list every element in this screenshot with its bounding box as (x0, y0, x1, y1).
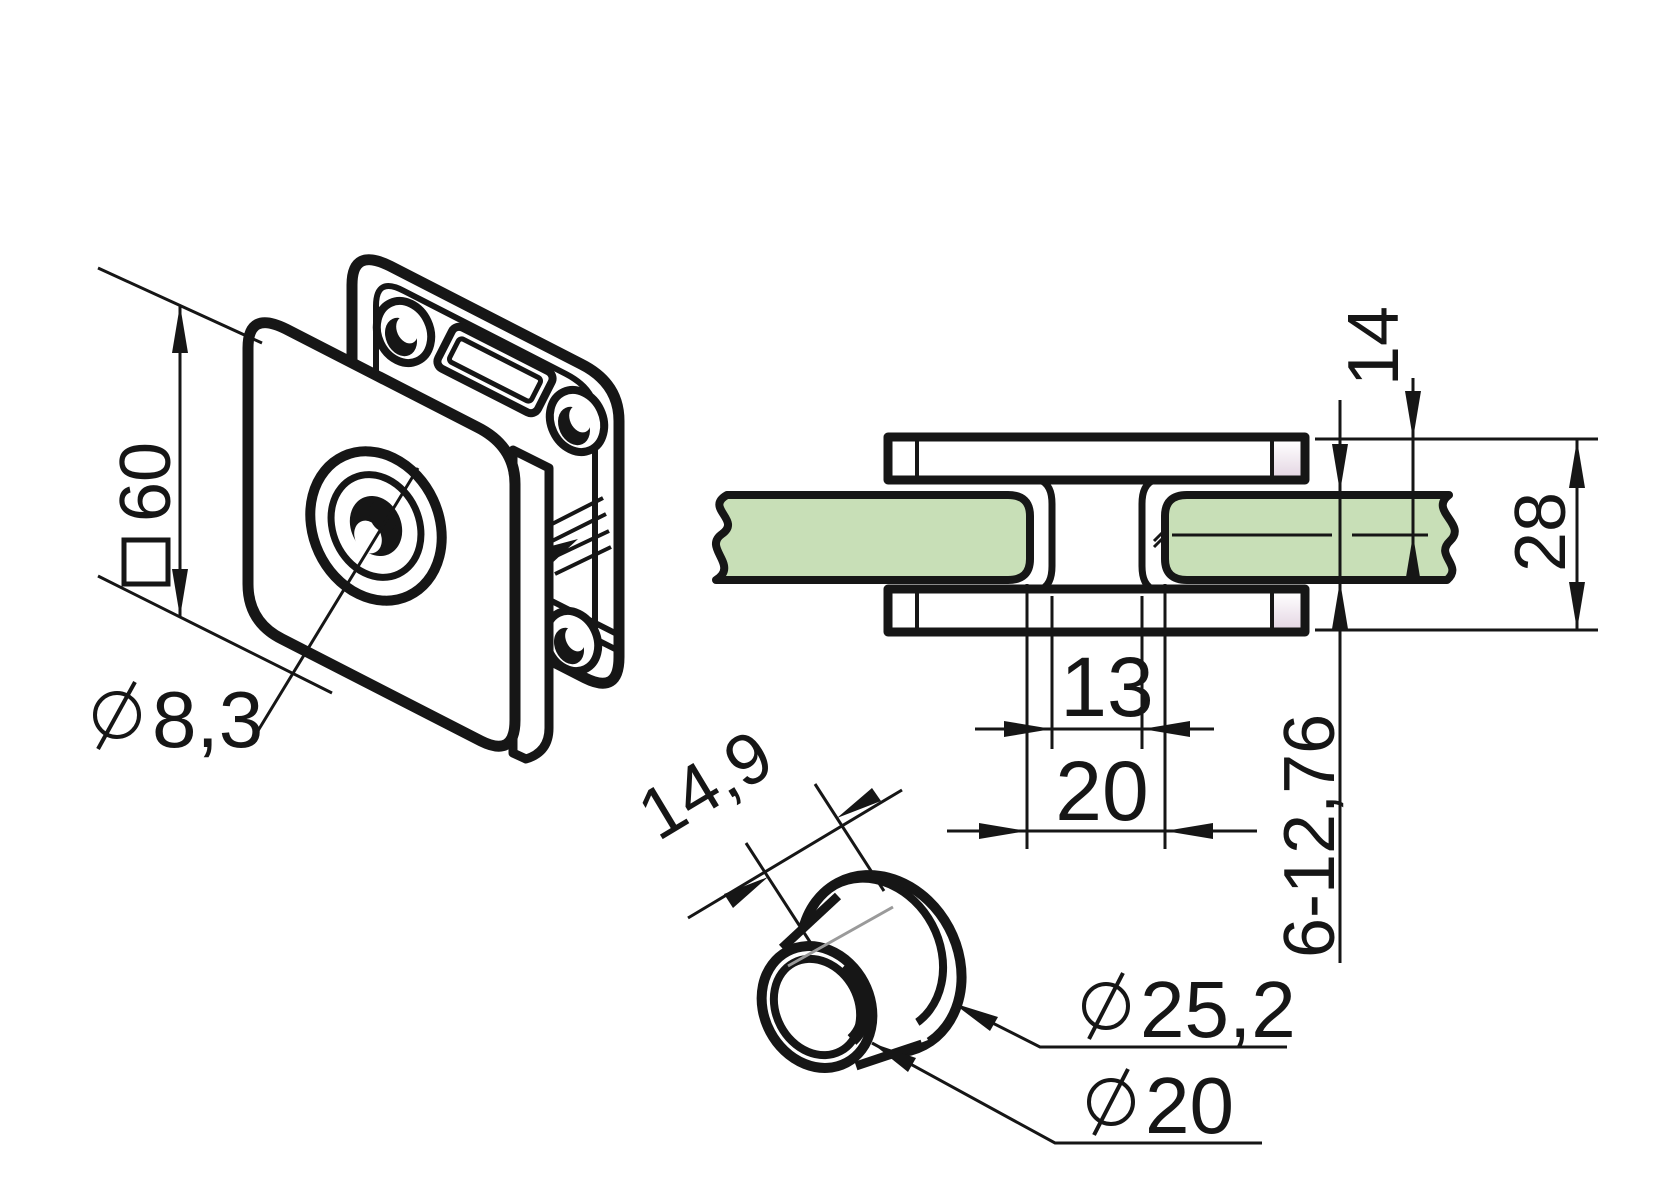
diameter-symbol-icon (93, 691, 141, 739)
bore-core (369, 499, 397, 533)
slot-outer (433, 322, 557, 418)
dimension-label-glass-range: 6-12,76 (1270, 714, 1350, 958)
hole-highlight (569, 405, 591, 433)
front-plate-center-hole (305, 446, 447, 606)
dimension-13: 13 (975, 640, 1214, 737)
dimension-value: 6-12,76 (1270, 714, 1350, 958)
arrowhead (724, 877, 768, 908)
leader-line (254, 467, 420, 735)
bushing-axis-centerline (787, 905, 894, 968)
centerline-break-tick (1152, 527, 1168, 543)
plate-body (888, 437, 1305, 480)
serration-line (551, 496, 604, 526)
dimension-value: 60 (106, 442, 186, 522)
centerline-break-tick (1152, 533, 1168, 549)
dimension-14: 14 (1334, 306, 1421, 583)
clamp-web-left-edge (1036, 475, 1056, 595)
gasket-section (1274, 593, 1301, 628)
dimension-glass-range: 6-12,76 (1270, 400, 1350, 963)
extension-line (744, 842, 814, 946)
dimension-value: 14 (1334, 306, 1414, 386)
dimension-value: 14,9 (625, 715, 786, 856)
square-symbol-icon (121, 537, 171, 587)
clamp-top-plate (883, 432, 1310, 485)
extension-lines (1025, 437, 1598, 849)
glass-centerline (1152, 527, 1428, 549)
arrowhead (1569, 440, 1585, 488)
diameter-symbol-slash (1087, 972, 1125, 1040)
clamp-web-body (1048, 480, 1146, 590)
diameter-symbol-icon (1087, 1078, 1135, 1126)
dimension-square-60: 60 (97, 266, 333, 695)
dimension-dia-25-2: 25,2 (952, 965, 1296, 1054)
gasket-section (1274, 441, 1301, 476)
clamp-bottom-plate (883, 584, 1310, 637)
dimension-value: 25,2 (1140, 965, 1296, 1054)
extension-line (813, 783, 886, 892)
arrowhead (1332, 444, 1348, 492)
dimension-value: 20 (1145, 1061, 1234, 1150)
plate-outline (883, 432, 1310, 485)
side-section-view: 13 20 14 28 (712, 306, 1598, 963)
hole-highlight (565, 626, 585, 652)
dimension-dia-8-3: 8,3 (93, 467, 420, 764)
bushing-bore-wall (840, 960, 872, 1045)
dimension-value: 20 (1055, 744, 1148, 838)
arrowhead (172, 569, 188, 617)
back-plate-hole-top-left (372, 296, 436, 368)
arrowhead (1332, 581, 1348, 629)
bore-highlight (354, 520, 382, 554)
dimension-line (687, 788, 903, 920)
arrowhead (872, 1043, 916, 1072)
dimension-label-28: 28 (1501, 492, 1581, 572)
plate-body (888, 589, 1305, 632)
slot-inner (446, 336, 544, 404)
arrowhead (1142, 721, 1190, 737)
dimension-value: 28 (1501, 492, 1581, 572)
dimension-value: 13 (1060, 640, 1153, 734)
hole-highlight (396, 316, 418, 344)
bushing-detail-view: 14,9 25,2 20 (625, 715, 1296, 1150)
serration-line (551, 512, 607, 543)
dimension-label-14: 14 (1334, 306, 1414, 386)
diameter-symbol-icon (1082, 982, 1130, 1030)
diameter-symbol-slash (1092, 1068, 1130, 1136)
isometric-view: 60 8,3 (93, 254, 625, 764)
front-plate-side-face (508, 445, 554, 764)
arrowhead (1405, 391, 1421, 439)
serration-line (554, 545, 612, 576)
dimension-value: 8,3 (152, 675, 263, 764)
arrowhead (1004, 721, 1052, 737)
arrowhead (1405, 535, 1421, 583)
dimension-dia-20: 20 (871, 1041, 1262, 1150)
leader-line (871, 1041, 1262, 1145)
arrowhead (1165, 823, 1213, 839)
diameter-symbol-slash (96, 681, 137, 750)
arrowhead (1569, 582, 1585, 630)
dimension-label-square-60: 60 (106, 442, 186, 587)
bushing-body-top-edge (778, 892, 842, 952)
arrowhead (953, 1003, 998, 1031)
dimension-label-14-9: 14,9 (625, 715, 786, 856)
arrowhead (837, 788, 881, 818)
back-plate-hole-top-right (545, 385, 609, 457)
glass-pane-left (712, 491, 1034, 584)
back-plate-slot (433, 322, 557, 418)
dimension-28: 28 (1501, 440, 1585, 630)
clamp-web-right-edge (1138, 475, 1158, 595)
plate-outline (883, 584, 1310, 637)
arrowhead (979, 823, 1027, 839)
glass-pane-right (1161, 491, 1459, 584)
arrowhead (172, 305, 188, 353)
dimension-20: 20 (947, 744, 1257, 839)
